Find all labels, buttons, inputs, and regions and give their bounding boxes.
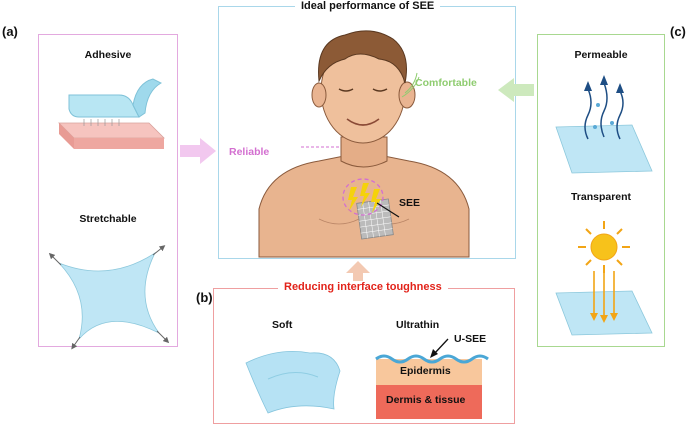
person-illustration <box>258 30 470 258</box>
arrow-a-to-center <box>180 138 216 164</box>
permeable-illustration <box>555 75 653 174</box>
u-see-label: U-SEE <box>454 333 487 345</box>
soft-label: Soft <box>272 319 293 331</box>
panel-b-tag: (b) <box>196 290 213 305</box>
transparent-illustration <box>555 221 653 336</box>
panel-a-tag: (a) <box>2 24 18 39</box>
epidermis-label: Epidermis <box>400 365 451 377</box>
transparent-label: Transparent <box>570 191 632 203</box>
adhesive-label: Adhesive <box>84 49 132 61</box>
arrow-b-to-center <box>346 261 370 287</box>
panel-center: Ideal performance of SEE Comfortable Rel… <box>218 0 516 259</box>
panel-c: Permeable Transparent <box>537 34 665 347</box>
panel-a: Adhesive Stretchable <box>38 34 178 350</box>
stretchable-illustration <box>48 245 170 350</box>
permeable-label: Permeable <box>574 49 628 61</box>
comfortable-label: Comfortable <box>415 77 477 89</box>
ultrathin-label: Ultrathin <box>396 319 440 331</box>
soft-illustration <box>245 351 341 414</box>
center-title: Ideal performance of SEE <box>295 0 441 12</box>
arrow-c-to-center <box>498 78 534 102</box>
u-see-pointer <box>430 338 449 358</box>
dermis-label: Dermis & tissue <box>386 394 466 406</box>
adhesive-illustration <box>58 78 165 149</box>
stretchable-label: Stretchable <box>79 213 137 225</box>
reliable-label: Reliable <box>229 146 270 158</box>
skin-layers-illustration <box>375 354 489 419</box>
panel-c-tag: (c) <box>670 24 686 39</box>
see-label: SEE <box>399 197 421 209</box>
panel-b: Reducing interface toughness Soft Ultrat… <box>213 281 515 424</box>
panel-b-title: Reducing interface toughness <box>278 281 448 293</box>
